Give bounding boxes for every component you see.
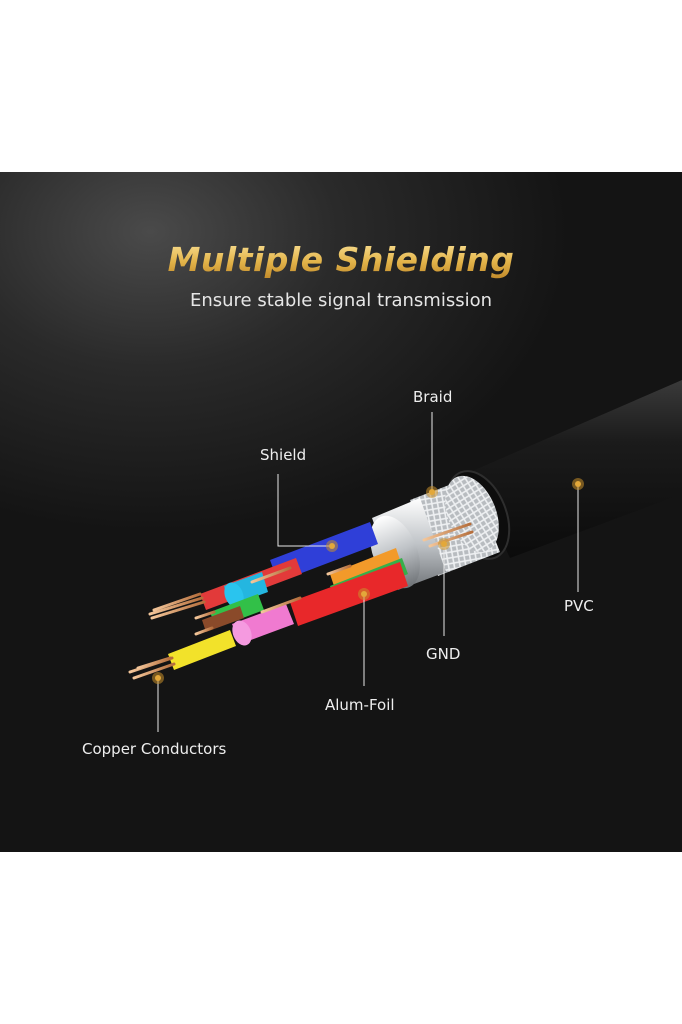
- cable-illustration: [128, 380, 682, 732]
- label-alum-foil: Alum-Foil: [325, 696, 395, 714]
- label-braid: Braid: [413, 388, 453, 406]
- label-shield: Shield: [260, 446, 307, 464]
- leader-lines: [157, 412, 579, 732]
- banner-subtitle: Ensure stable signal transmission: [189, 290, 492, 311]
- marker-dots: [152, 478, 584, 684]
- label-copper-conductors: Copper Conductors: [82, 740, 227, 758]
- banner-title: Multiple Shielding: [0, 240, 682, 279]
- label-gnd: GND: [426, 645, 461, 663]
- label-pvc: PVC: [564, 597, 594, 615]
- product-banner: Multiple Shielding Ensure stable signal …: [0, 172, 682, 852]
- copper-conductors: [128, 522, 474, 680]
- inner-wires: [168, 522, 408, 670]
